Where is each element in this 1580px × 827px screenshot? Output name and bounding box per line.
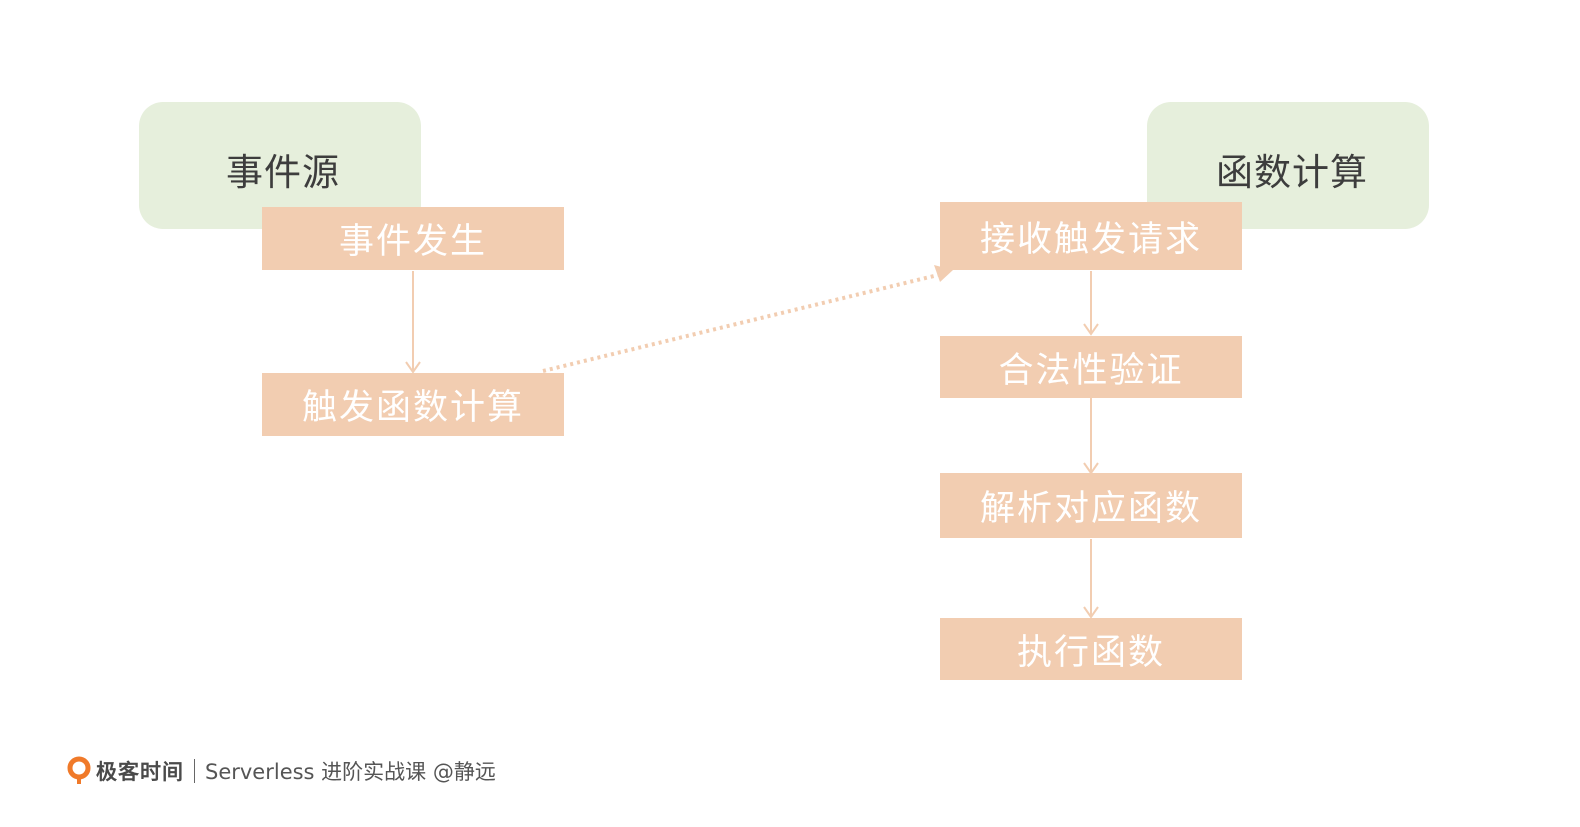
brand-name: 极客时间 — [96, 760, 184, 784]
event-source-label: 事件源 — [226, 151, 340, 194]
footer-caption: Serverless 进阶实战课 @静远 — [205, 760, 496, 784]
step-trigger-function-label: 触发函数计算 — [301, 388, 524, 428]
function-compute-label: 函数计算 — [1216, 151, 1368, 194]
step-execute-function: 执行函数 — [940, 618, 1242, 680]
arrowhead-receive-to-validate — [1083, 323, 1099, 336]
step-resolve-function-label: 解析对应函数 — [979, 489, 1202, 529]
arrowhead-event-to-trigger — [405, 361, 421, 374]
step-receive-request-label: 接收触发请求 — [979, 219, 1202, 260]
step-validate-label: 合法性验证 — [998, 350, 1184, 391]
arrowhead-resolve-to-execute — [1083, 606, 1099, 619]
step-receive-request: 接收触发请求 — [940, 202, 1242, 270]
footer: 极客时间 Serverless 进阶实战课 @静远 — [66, 754, 496, 788]
step-resolve-function: 解析对应函数 — [940, 473, 1242, 538]
step-execute-function-label: 执行函数 — [1016, 632, 1165, 673]
arrowhead-validate-to-resolve — [1083, 462, 1099, 475]
footer-separator — [194, 759, 195, 783]
step-event-occurs-label: 事件发生 — [338, 222, 487, 262]
geektime-logo-icon — [67, 756, 91, 784]
dotted-arrow-trigger-to-receive — [542, 273, 939, 373]
step-trigger-function: 触发函数计算 — [262, 373, 564, 436]
step-validate: 合法性验证 — [940, 336, 1242, 398]
step-event-occurs: 事件发生 — [262, 207, 564, 270]
